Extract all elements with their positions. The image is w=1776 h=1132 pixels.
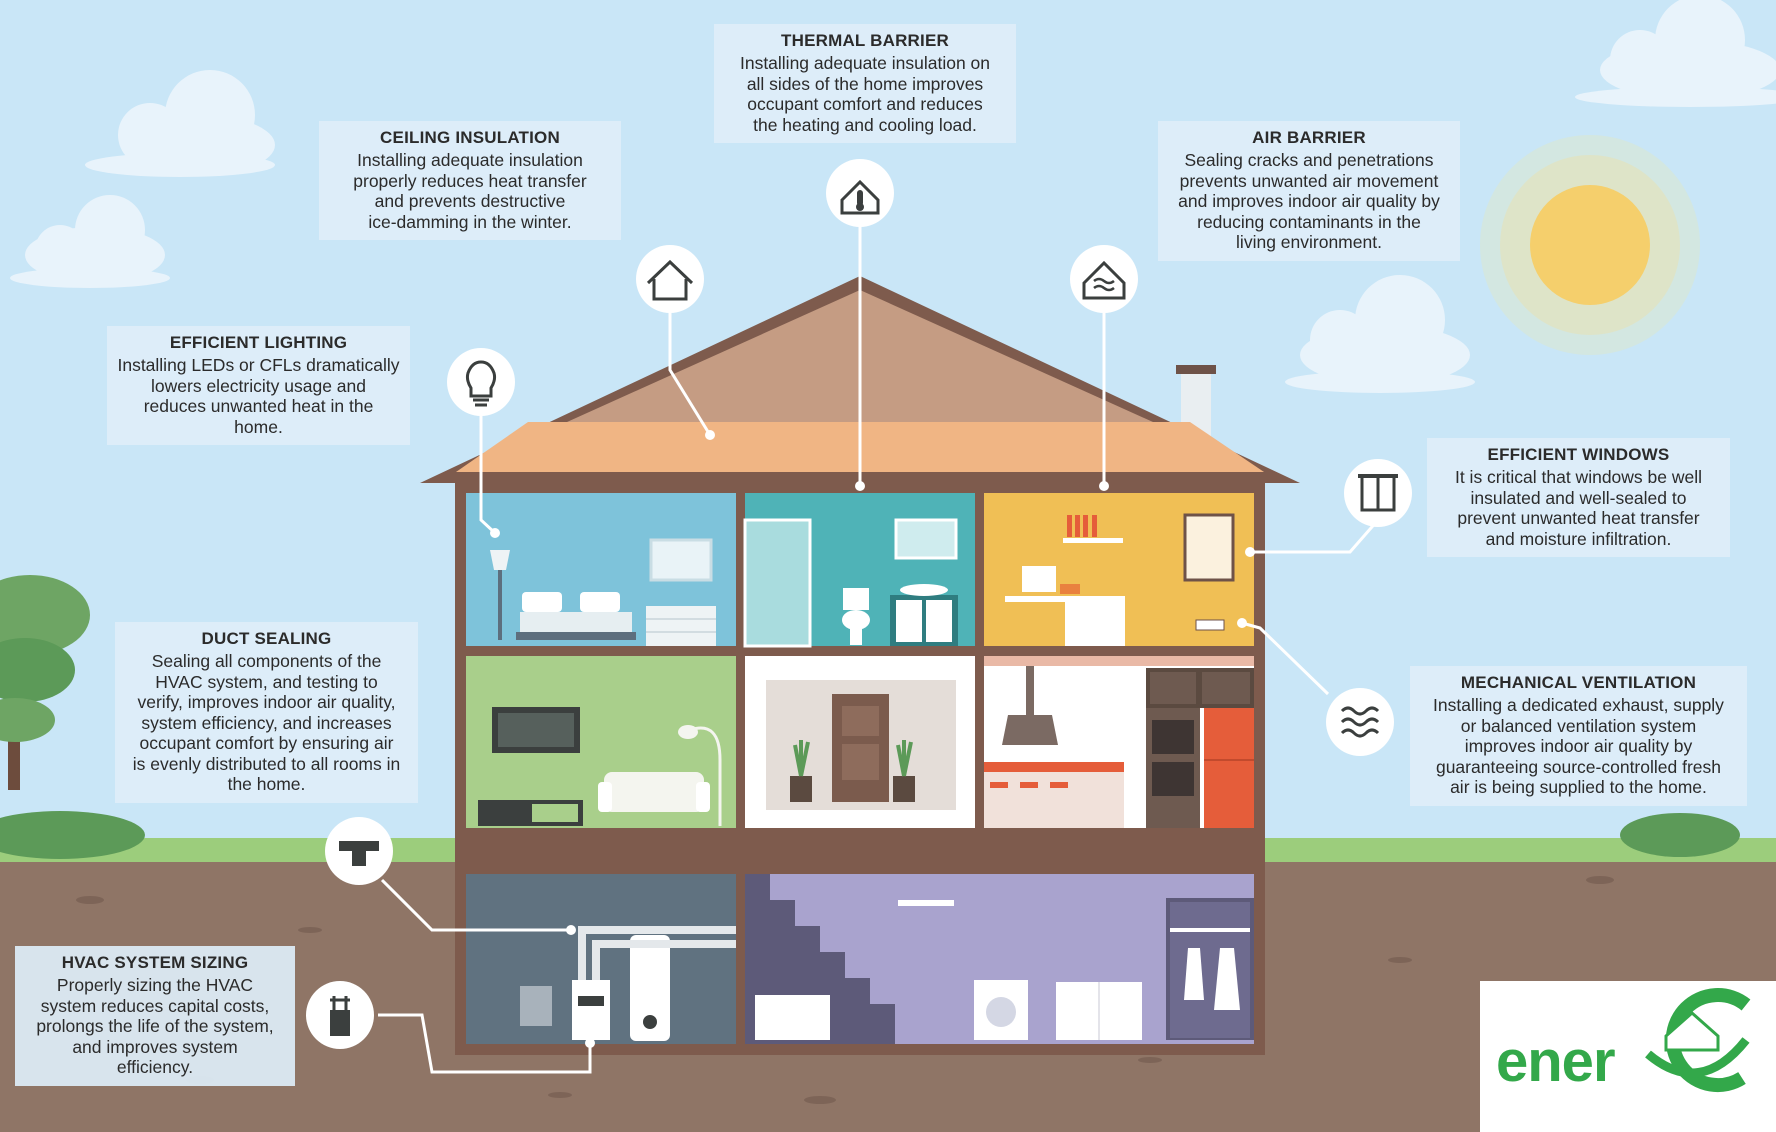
hvac-sizing-title: HVAC SYSTEM SIZING [61,953,249,972]
ceiling-insulation-callout: CEILING INSULATION Installing adequate i… [319,121,621,240]
hvac-unit-icon [306,981,374,1049]
efficient-lighting-line-3: reduces unwanted heat in the [143,396,374,416]
hvac-sizing-line-2: system reduces capital costs, [40,995,270,1016]
airflow-waves-icon [1326,688,1394,756]
duct-sealing-line-7: the home. [227,774,306,794]
duct-sealing-line-2: HVAC system, and testing to [155,671,378,692]
house-outline-icon [636,245,704,313]
mechanical-ventilation-callout: MECHANICAL VENTILATION Installing a dedi… [1410,666,1747,806]
logo-wordmark: ener [1496,1029,1616,1094]
hvac-sizing-line-3: prolongs the life of the system, [36,1016,274,1036]
thermal-barrier-line-3: occupant comfort and reduces [747,94,983,114]
hvac-sizing-line-1: Properly sizing the HVAC [56,975,254,995]
duct-sealing-line-1: Sealing all components of the [151,651,382,671]
duct-sealing-title: DUCT SEALING [201,629,332,648]
efficient-lighting-line-1: Installing LEDs or CFLs dramatically [117,355,400,375]
duct-sealing-line-6: is evenly distributed to all rooms in [132,753,401,774]
mechanical-ventilation-line-4: guaranteeing source-controlled fresh [1435,756,1722,777]
air-barrier-line-1: Sealing cracks and penetrations [1184,150,1434,170]
air-barrier-line-4: reducing contaminants in the [1197,211,1421,232]
ceiling-insulation-line-2: properly reduces heat transfer [353,170,587,191]
tree [0,575,90,790]
mechanical-ventilation-line-2: or balanced ventilation system [1460,715,1697,736]
air-barrier-title: AIR BARRIER [1252,128,1366,147]
ceiling-insulation-line-3: and prevents destructive [374,191,566,211]
duct-sealing-callout: DUCT SEALING Sealing all components of t… [115,622,418,803]
clouds [10,0,1776,393]
hvac-sizing-callout: HVAC SYSTEM SIZING Properly sizing the H… [15,946,295,1086]
air-barrier-line-5: living environment. [1236,232,1382,252]
air-house-icon [1070,245,1138,313]
hvac-sizing-line-4: and improves system [72,1036,238,1057]
connector-dots [490,430,1255,1048]
duct-sealing-line-4: system efficiency, and increases [141,712,392,733]
ceiling-insulation-line-1: Installing adequate insulation [357,150,583,170]
efficient-windows-line-1: It is critical that windows be well [1454,467,1703,487]
efficient-lighting-line-4: home. [234,416,283,437]
mechanical-ventilation-line-5: air is being supplied to the home. [1450,777,1707,797]
bush-right [1620,813,1740,857]
mechanical-ventilation-line-1: Installing a dedicated exhaust, supply [1433,695,1724,715]
thermal-barrier-line-1: Installing adequate insulation on [739,53,991,73]
efficient-windows-line-3: prevent unwanted heat transfer [1457,508,1700,528]
thermal-barrier-line-2: all sides of the home improves [746,73,984,94]
efficient-windows-title: EFFICIENT WINDOWS [1487,445,1670,464]
air-barrier-line-3: and improves indoor air quality by [1178,191,1440,211]
efficient-lighting-line-2: lowers electricity usage and [151,375,366,396]
sun [1530,185,1650,305]
duct-sealing-line-3: verify, improves indoor air quality, [137,692,396,712]
efficient-lighting-callout: EFFICIENT LIGHTING Installing LEDs or CF… [107,326,410,445]
efficient-lighting-title: EFFICIENT LIGHTING [169,333,348,352]
ceiling-insulation-line-4: ice-damming in the winter. [368,211,572,232]
ceiling-insulation-title: CEILING INSULATION [380,128,560,147]
light-bulb-icon [447,348,515,416]
thermal-barrier-callout: THERMAL BARRIER Installing adequate insu… [714,24,1016,143]
efficient-windows-line-2: insulated and well-sealed to [1470,487,1687,508]
mechanical-ventilation-line-3: improves indoor air quality by [1464,736,1693,756]
air-barrier-line-2: prevents unwanted air movement [1179,170,1439,191]
hvac-sizing-line-5: efficiency. [116,1057,194,1077]
connector-lines [378,225,1380,1074]
efficient-windows-line-4: and moisture infiltration. [1485,528,1672,549]
bush-left [0,811,145,859]
air-barrier-callout: AIR BARRIER Sealing cracks and penetrati… [1158,121,1460,261]
duct-sealing-line-5: occupant comfort by ensuring air [139,733,394,753]
window-icon [1344,459,1412,527]
efficient-windows-callout: EFFICIENT WINDOWS It is critical that wi… [1427,438,1730,557]
thermometer-house-icon [826,159,894,227]
mechanical-ventilation-title: MECHANICAL VENTILATION [1460,673,1697,692]
thermal-barrier-line-4: the heating and cooling load. [753,114,977,135]
duct-tee-icon [325,817,393,885]
chimney-cap [1176,365,1216,374]
thermal-barrier-title: THERMAL BARRIER [781,31,949,50]
